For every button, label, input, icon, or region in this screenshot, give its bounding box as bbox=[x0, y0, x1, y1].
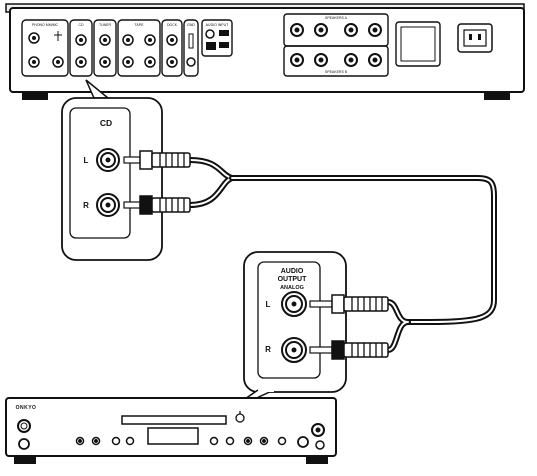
phono-label: PHONO MM/MC bbox=[32, 23, 59, 27]
player-callout-right-label: R bbox=[265, 345, 271, 354]
amplifier-rear-panel: PHONO MM/MC CD TUNER TAPE DOCK GND bbox=[5, 3, 525, 100]
tape-input-label: TAPE bbox=[135, 23, 145, 27]
ac-inlet bbox=[457, 23, 493, 53]
speaker-terminals bbox=[290, 23, 382, 67]
player-output-callout: AUDIO OUTPUT ANALOG L R bbox=[225, 251, 389, 413]
rca-cable bbox=[187, 157, 497, 353]
display-window bbox=[147, 427, 199, 445]
power-button bbox=[17, 419, 31, 433]
cd-input-group bbox=[69, 19, 93, 77]
tuner-input-label: TUNER bbox=[99, 23, 112, 27]
cd-callout-left-label: L bbox=[84, 156, 89, 165]
callout-box bbox=[61, 97, 163, 261]
player-callout-title-3: ANALOG bbox=[280, 285, 304, 291]
amp-foot-left bbox=[22, 92, 48, 100]
eject-icon bbox=[235, 411, 245, 423]
cd-callout-right-label: R bbox=[83, 201, 89, 210]
disc-tray bbox=[121, 415, 227, 425]
cd-left-jack bbox=[96, 148, 120, 172]
white-rca-plug-amp bbox=[123, 150, 191, 170]
cd-input-callout: CD L R bbox=[61, 79, 191, 261]
player-callout-title-1: AUDIO bbox=[281, 268, 304, 275]
jog-knob-bottom bbox=[297, 436, 309, 448]
player-right-jack bbox=[281, 337, 307, 363]
audio-input-label: AUDIO INPUT bbox=[206, 23, 229, 27]
cd-right-jack bbox=[96, 193, 120, 217]
gnd-label: GND bbox=[187, 23, 195, 27]
white-rca-plug-player bbox=[309, 294, 389, 314]
player-left-jack bbox=[281, 291, 307, 317]
speakers-b-group bbox=[283, 45, 389, 77]
player-foot-right bbox=[306, 456, 328, 464]
speakers-a-label: SPEAKERS A bbox=[325, 16, 348, 20]
player-callout-title-2: OUTPUT bbox=[278, 276, 308, 283]
dock-input-group bbox=[161, 19, 183, 77]
gnd-group bbox=[183, 19, 199, 77]
player-foot-left bbox=[14, 456, 36, 464]
speakers-b-label: SPEAKERS B bbox=[325, 70, 348, 74]
vent-block bbox=[395, 21, 441, 67]
brand-logo: ONKYO bbox=[16, 405, 37, 411]
digital-input-group bbox=[201, 19, 233, 57]
phono-input-group bbox=[21, 19, 69, 77]
transport-buttons bbox=[75, 436, 287, 446]
cd-input-label: CD bbox=[78, 23, 84, 27]
black-rca-plug-player bbox=[309, 340, 389, 360]
dock-input-label: DOCK bbox=[167, 23, 178, 27]
player-callout-left-label: L bbox=[266, 300, 271, 309]
tape-input-group bbox=[117, 19, 161, 77]
cd-callout-title: CD bbox=[100, 118, 112, 128]
cd-player-front: ONKYO bbox=[5, 397, 337, 464]
amp-foot-right bbox=[484, 92, 510, 100]
headphone-jack bbox=[18, 438, 30, 450]
tuner-input-group bbox=[93, 19, 117, 77]
black-rca-plug-amp bbox=[123, 195, 191, 215]
